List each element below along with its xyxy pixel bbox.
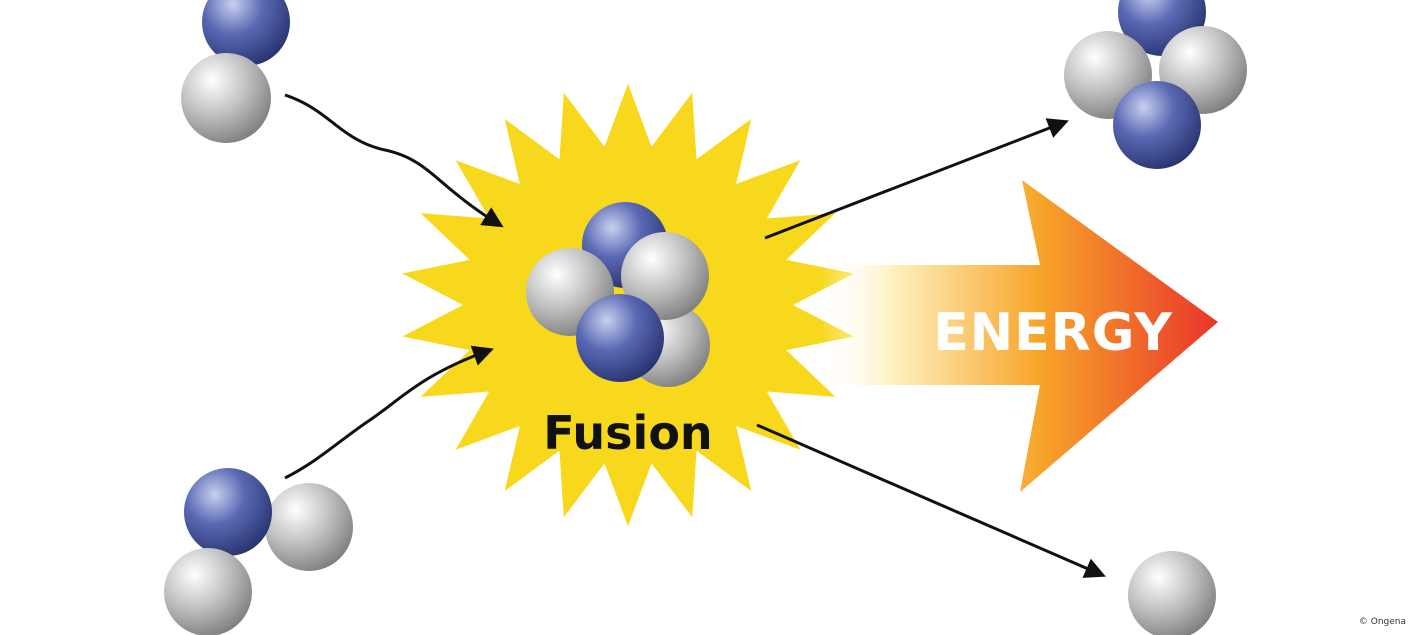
- arrow-tritium-in: [284, 345, 494, 480]
- neutron-ball: [265, 483, 353, 571]
- fused-cluster: [526, 202, 710, 387]
- energy-label: ENERGY: [933, 303, 1173, 363]
- fusion-label: Fusion: [543, 406, 712, 460]
- neutron-ball: [164, 548, 252, 635]
- proton-ball: [1113, 81, 1201, 169]
- image-credit: © Ongena: [1358, 617, 1406, 627]
- tritium-nucleus: [164, 468, 353, 635]
- neutron-ball: [181, 53, 271, 143]
- proton-ball: [576, 294, 664, 382]
- energy-arrow: [820, 180, 1218, 492]
- proton-ball: [202, 0, 290, 66]
- free-neutron: [1128, 551, 1216, 635]
- helium-nucleus: [1064, 0, 1247, 169]
- neutron-ball: [621, 232, 709, 320]
- arrow-deuterium-in: [284, 93, 504, 228]
- deuterium-nucleus: [181, 0, 290, 143]
- arrow-helium-out: [764, 118, 1069, 240]
- arrow-neutron-out: [756, 423, 1106, 578]
- neutron-ball: [1128, 551, 1216, 635]
- proton-ball: [184, 468, 272, 556]
